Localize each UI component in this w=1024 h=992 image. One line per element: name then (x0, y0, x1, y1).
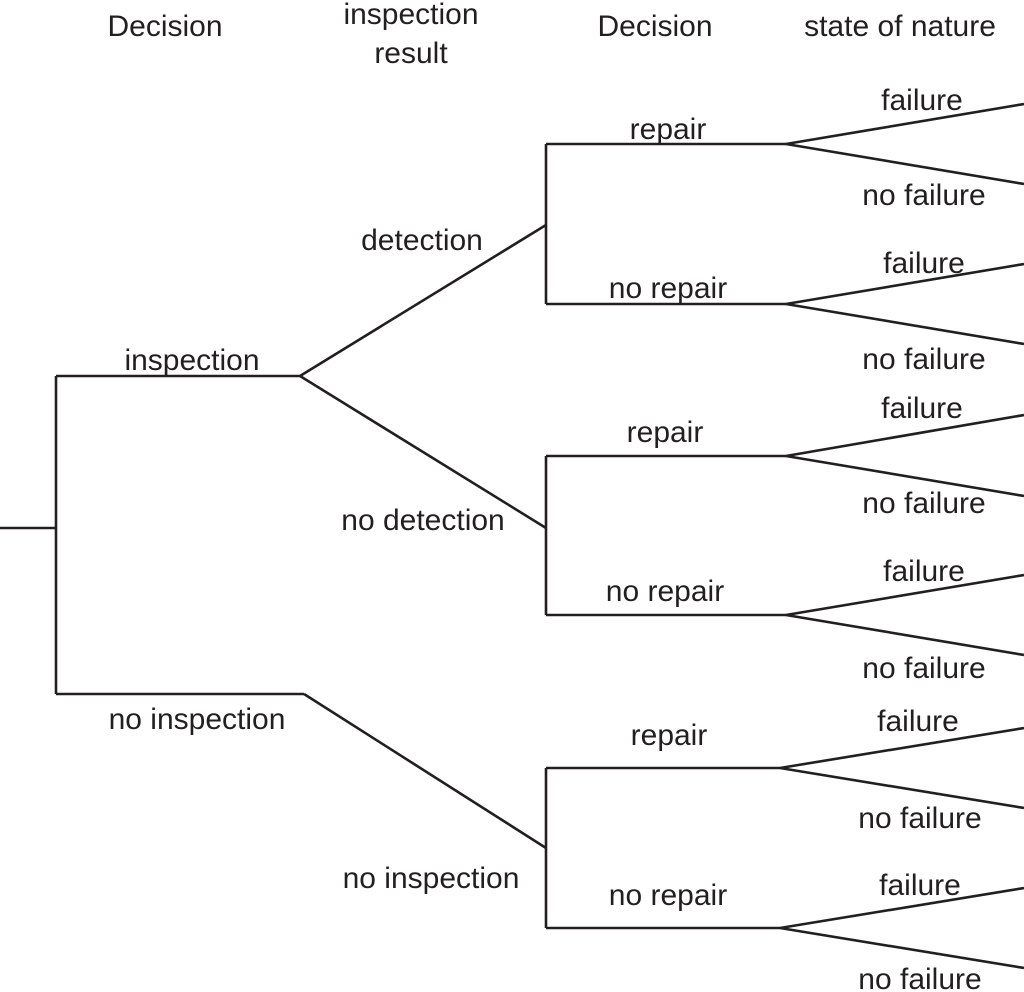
no-failure-branch-2 (785, 302, 1024, 346)
failure-branch-3 (785, 413, 1024, 458)
label-repair-1: repair (630, 113, 707, 146)
header-decision-2: Decision (597, 10, 712, 43)
label-no-failure-1: no failure (862, 179, 985, 212)
no-detection-branch (299, 374, 547, 530)
label-no-inspection-result: no inspection (343, 862, 520, 895)
label-no-failure-3: no failure (862, 487, 985, 520)
label-failure-1: failure (881, 84, 963, 117)
failure-branch-5 (779, 726, 1024, 770)
label-failure-3: failure (881, 392, 963, 425)
no-failure-branch-3 (785, 454, 1024, 498)
label-failure-2: failure (883, 247, 965, 280)
label-repair-2: repair (627, 416, 704, 449)
failure-branch-2 (785, 262, 1024, 306)
header-decision-1: Decision (107, 10, 222, 43)
label-no-detection: no detection (341, 504, 504, 537)
no-inspection-result-branch (303, 692, 547, 850)
label-repair-3: repair (631, 719, 708, 752)
tree-edges (0, 102, 1024, 970)
label-no-inspection: no inspection (109, 703, 286, 736)
label-no-repair-2: no repair (606, 575, 724, 608)
failure-branch-4 (785, 573, 1024, 617)
column-headers: Decision inspection result Decision stat… (107, 0, 995, 70)
branch-labels: inspection no inspection detection no de… (109, 84, 986, 992)
header-inspection-result-line2: result (374, 37, 448, 70)
label-no-failure-5: no failure (858, 802, 981, 835)
label-no-failure-2: no failure (862, 343, 985, 376)
label-no-failure-6: no failure (858, 963, 981, 992)
failure-branch-6 (779, 886, 1024, 930)
label-no-repair-1: no repair (609, 272, 727, 305)
label-inspection: inspection (124, 344, 259, 377)
no-failure-branch-5 (779, 766, 1024, 810)
header-state-of-nature: state of nature (804, 10, 996, 43)
no-failure-branch-1 (785, 142, 1024, 186)
no-failure-branch-4 (785, 613, 1024, 657)
label-no-repair-3: no repair (609, 879, 727, 912)
label-no-failure-4: no failure (862, 652, 985, 685)
label-failure-5: failure (877, 705, 959, 738)
no-failure-branch-6 (779, 926, 1024, 970)
label-failure-4: failure (883, 555, 965, 588)
label-detection: detection (361, 224, 483, 257)
label-failure-6: failure (879, 869, 961, 902)
detection-branch (299, 223, 547, 378)
failure-branch-1 (785, 102, 1024, 146)
header-inspection-result-line1: inspection (343, 0, 478, 31)
